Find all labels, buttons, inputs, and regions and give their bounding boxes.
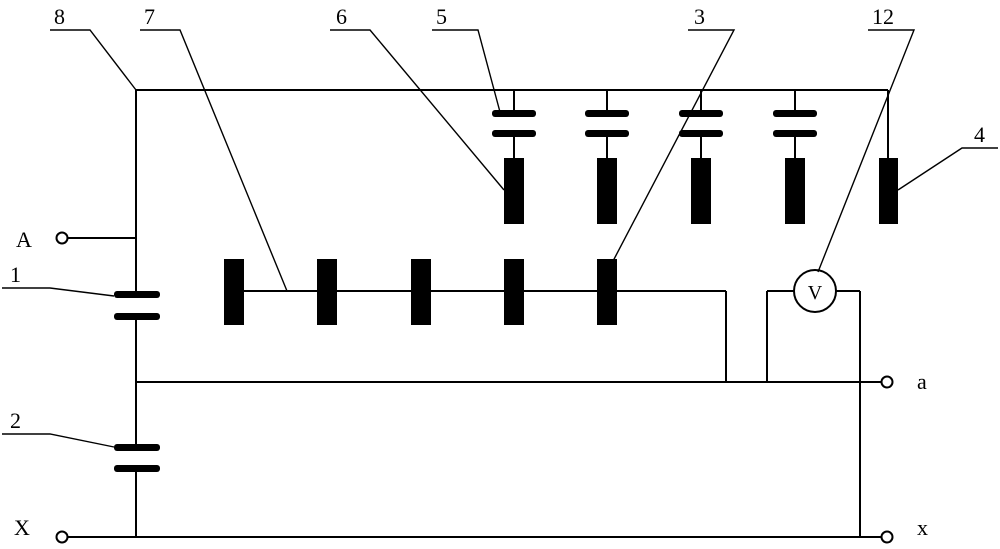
terminal-A-node (55, 231, 69, 245)
column-4-plate-top (773, 110, 817, 117)
callout-12: 12 (872, 4, 894, 29)
capacitor-column-2 (585, 90, 629, 224)
column-3-plate-top (679, 110, 723, 117)
column-2-plate-bottom (585, 130, 629, 137)
terminal-a-label: a (917, 369, 927, 394)
leader-1 (2, 287, 115, 297)
capacitor-column-1 (492, 90, 536, 224)
column-2-block (597, 158, 617, 224)
capacitor-column-4 (773, 90, 817, 224)
leader-7 (140, 29, 288, 292)
terminal-X-node (55, 530, 69, 544)
voltmeter: V (793, 269, 837, 313)
capacitor-1-plate-top (114, 291, 160, 298)
callout-7: 7 (144, 4, 155, 29)
leader-4 (897, 147, 998, 191)
leader-3 (611, 29, 736, 264)
column-3-block (691, 158, 711, 224)
leader-2 (2, 433, 115, 448)
series-block-3 (411, 259, 431, 325)
terminals: A X a x (14, 227, 928, 544)
leader-12 (817, 29, 916, 273)
voltmeter-circle (793, 269, 837, 313)
column-4-block (785, 158, 805, 224)
terminal-X-label: X (14, 515, 30, 540)
callout-5: 5 (436, 4, 447, 29)
terminal-x-label: x (917, 515, 928, 540)
terminal-A-label: A (16, 227, 32, 252)
column-3-plate-bottom (679, 130, 723, 137)
leader-8 (50, 29, 137, 91)
column-1-plate-top (492, 110, 536, 117)
callout-6: 6 (336, 4, 347, 29)
column-1-plate-bottom (492, 130, 536, 137)
terminal-x-node (880, 530, 894, 544)
capacitor-column-3 (679, 90, 723, 224)
capacitor-2-plate-top (114, 444, 160, 451)
voltmeter-symbol: V (808, 282, 823, 304)
callout-1: 1 (10, 262, 21, 287)
leader-lines (2, 29, 998, 448)
terminal-a-node (880, 375, 894, 389)
column-1-block (504, 158, 524, 224)
capacitor-1-plate-bottom (114, 313, 160, 320)
element-4-block (879, 158, 898, 224)
series-block-1 (224, 259, 244, 325)
series-block-5 (597, 259, 617, 325)
callout-4: 4 (974, 122, 985, 147)
callout-2: 2 (10, 408, 21, 433)
column-2-plate-top (585, 110, 629, 117)
callout-numbers: 8 7 6 5 3 12 4 1 2 (10, 4, 985, 433)
callout-8: 8 (54, 4, 65, 29)
series-block-4 (504, 259, 524, 325)
leader-6 (330, 29, 505, 191)
callout-3: 3 (694, 4, 705, 29)
wiring (68, 89, 889, 538)
column-4-plate-bottom (773, 130, 817, 137)
capacitor-1 (114, 291, 160, 320)
series-blocks (224, 259, 617, 325)
leader-5 (432, 29, 501, 113)
capacitor-2-plate-bottom (114, 465, 160, 472)
series-block-2 (317, 259, 337, 325)
capacitor-2 (114, 444, 160, 472)
